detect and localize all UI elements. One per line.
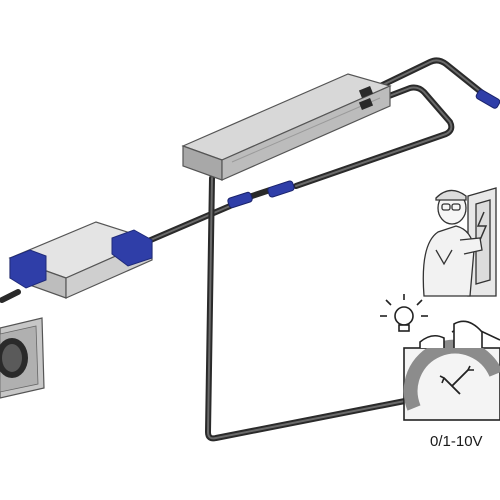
led-driver-icon: [181, 73, 392, 181]
light-bulb-icon: [380, 294, 428, 332]
dimmer-cable: [205, 175, 413, 442]
connector-top-right: [475, 89, 500, 109]
dimmer-switch-icon: 0/1-10V: [403, 320, 500, 450]
connector-middle: [267, 180, 295, 198]
link-cable: [249, 187, 273, 199]
connector-left: [227, 191, 253, 209]
cable-connector-icon: [227, 89, 500, 209]
dimmer-range-label: 0/1-10V: [430, 433, 483, 450]
electrician-icon: [422, 187, 497, 297]
downlight-cable: [0, 289, 21, 303]
recessed-downlight-icon: [0, 317, 45, 399]
led-driver-small-icon: [8, 221, 154, 299]
cables: [0, 57, 489, 442]
